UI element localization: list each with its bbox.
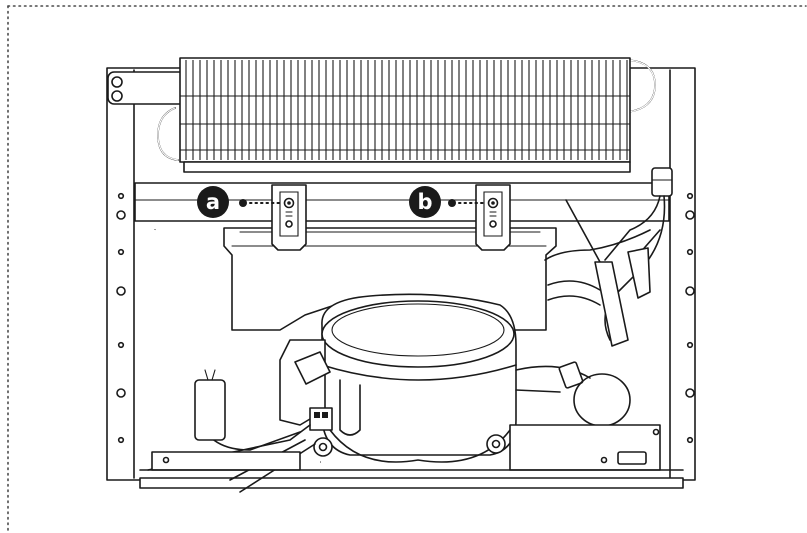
right-tubing: [544, 167, 673, 347]
mounting-holes-left: [116, 192, 126, 444]
condenser-coil: [107, 57, 656, 173]
relay-box: [279, 339, 333, 431]
callout-b-label: b: [417, 190, 432, 214]
compressor: [313, 293, 517, 463]
callout-a: a: [197, 186, 283, 218]
base-plate: [139, 424, 684, 471]
callout-b: b: [409, 186, 487, 218]
callout-a-label: a: [206, 190, 220, 214]
dotted-border: [7, 5, 807, 531]
mounting-bracket-right: [475, 184, 511, 251]
mounting-bracket-left: [271, 184, 307, 251]
mounting-holes-right: [685, 192, 695, 444]
